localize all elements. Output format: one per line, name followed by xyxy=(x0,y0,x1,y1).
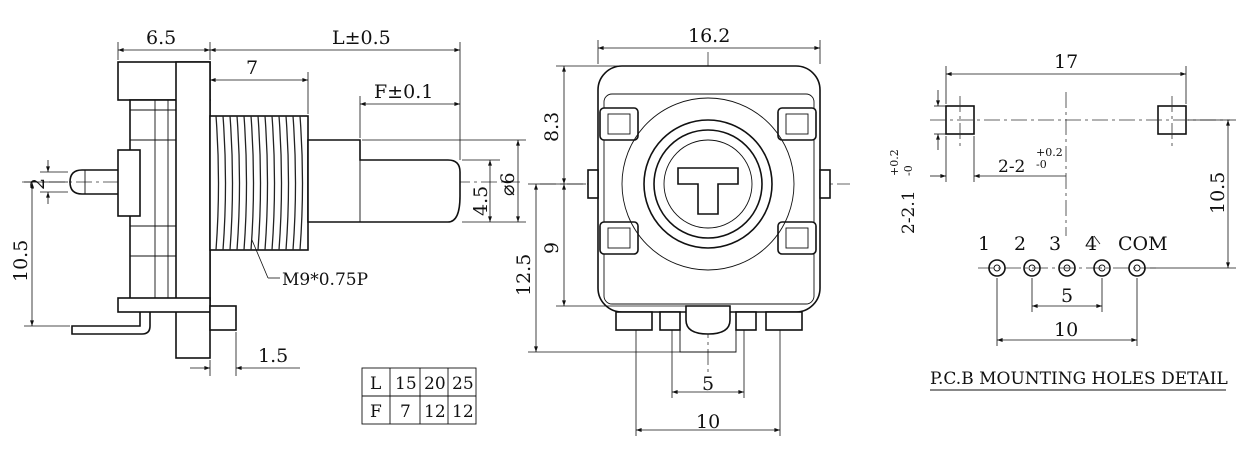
table-cell: L xyxy=(370,374,381,394)
dim-flat-length: F±0.1 xyxy=(374,81,433,103)
dim-pin-span: 10 xyxy=(696,411,720,433)
table-cell: F xyxy=(370,402,382,422)
dim-tab: 1.5 xyxy=(258,345,288,367)
dim-width: 16.2 xyxy=(688,25,730,47)
table-cell: 12 xyxy=(424,402,446,422)
pin-holes xyxy=(988,259,1146,277)
table-cell: 12 xyxy=(452,402,474,422)
pin-label: 4 xyxy=(1085,233,1097,255)
dim-mount-height: 10.5 xyxy=(1207,172,1229,214)
table-cell: 25 xyxy=(452,374,474,394)
dim-thread-length: 7 xyxy=(246,57,258,79)
mount-hole-h-tol-top: +0.2 xyxy=(1036,146,1063,159)
pin-label: 3 xyxy=(1049,233,1061,255)
mount-hole-v: 2-2.1 xyxy=(899,190,919,234)
dim-pitch: 5 xyxy=(1061,285,1073,307)
dim-total: 12.5 xyxy=(513,254,535,296)
dim-shaft-dia: ⌀6 xyxy=(497,172,519,196)
side-view: M9*0.75P 6.5 L±0.5 7 F±0.1 4.5 ⌀6 2 xyxy=(10,27,526,376)
pin-label: COM xyxy=(1118,233,1168,255)
dim-mount-span: 17 xyxy=(1054,51,1078,73)
pcb-detail: 17 2-2.1 +0.2 -0 2-2 +0.2 -0 10.5 1 xyxy=(888,51,1236,391)
dim-pin: 2 xyxy=(27,178,49,190)
mount-hole-v-tol-bot: -0 xyxy=(902,165,915,176)
lf-table: L 15 20 25 F 7 12 12 xyxy=(361,367,477,425)
dim-flat-width: 4.5 xyxy=(470,186,492,216)
table-cell: 15 xyxy=(395,374,417,394)
dim-mid: 9 xyxy=(541,242,563,254)
dim-height: 10.5 xyxy=(10,240,32,282)
pin-label: 2 xyxy=(1014,233,1026,255)
thread-label: M9*0.75P xyxy=(282,270,368,290)
table-cell: 20 xyxy=(424,374,446,394)
dim-pin-pitch: 5 xyxy=(702,373,714,395)
pcb-title: P.C.B MOUNTING HOLES DETAIL xyxy=(930,369,1228,389)
mount-hole-h: 2-2 xyxy=(998,157,1025,177)
mount-hole-h-tol-bot: -0 xyxy=(1036,158,1047,171)
dim-span: 10 xyxy=(1054,319,1078,341)
dim-shaft-length: L±0.5 xyxy=(332,27,391,49)
table-cell: 7 xyxy=(400,402,411,422)
mount-hole-v-tol-top: +0.2 xyxy=(888,149,901,176)
pin-label: 1 xyxy=(978,233,990,255)
front-view: 16.2 8.3 9 12.5 5 10 xyxy=(513,25,850,436)
dim-top: 8.3 xyxy=(541,112,563,142)
dim-body-depth: 6.5 xyxy=(146,27,176,49)
